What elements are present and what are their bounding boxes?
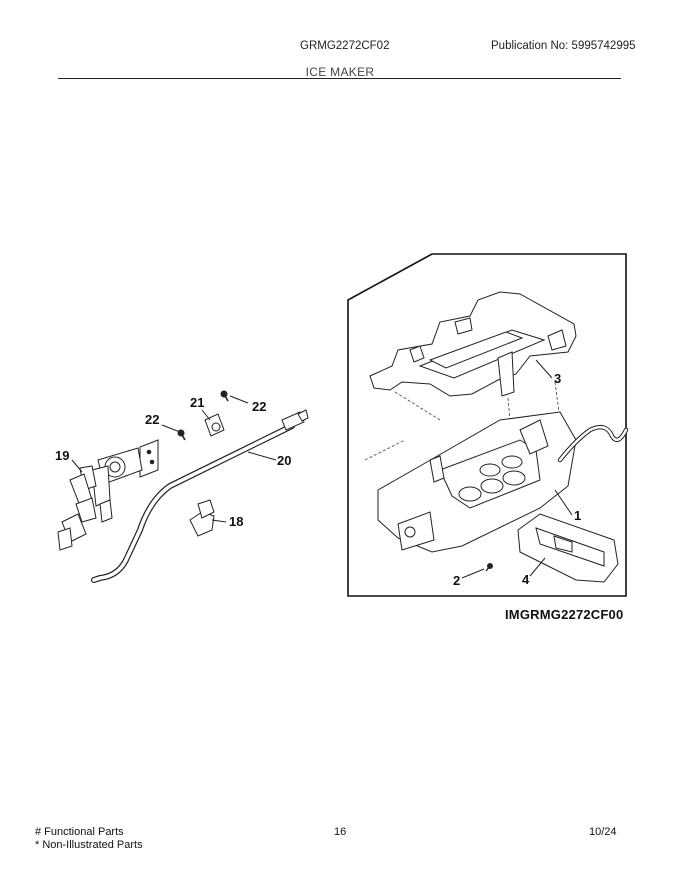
ice-maker-body-illustration	[377, 411, 577, 553]
callout-4: 4	[522, 572, 530, 587]
callout-2: 2	[453, 573, 460, 588]
callout-leader-lines	[71, 359, 573, 579]
callout-21: 21	[190, 395, 204, 410]
revision-date: 10/24	[589, 826, 617, 838]
non-illustrated-note: * Non-Illustrated Parts	[35, 839, 143, 851]
publication-number: Publication No: 5995742995	[491, 40, 636, 52]
water-tube	[91, 423, 295, 583]
callout-19: 19	[55, 448, 69, 463]
callout-18: 18	[229, 514, 243, 529]
callout-1: 1	[574, 508, 581, 523]
water-valve-illustration	[57, 439, 159, 551]
inset-frame	[347, 253, 627, 597]
section-title: ICE MAKER	[305, 65, 375, 79]
front-cover-illustration	[517, 513, 619, 583]
callout-22-left: 22	[145, 412, 159, 427]
header-rule	[58, 78, 621, 79]
tube-fitting	[281, 409, 309, 431]
screw-icon	[177, 390, 493, 572]
callout-3: 3	[554, 371, 561, 386]
image-code: IMGRMG2272CF00	[505, 607, 624, 622]
callout-20: 20	[277, 453, 291, 468]
ice-maker-cover-illustration	[369, 291, 577, 397]
model-number: GRMG2272CF02	[300, 40, 390, 52]
page-number: 16	[334, 826, 347, 838]
callout-22-right: 22	[252, 399, 266, 414]
functional-parts-note: # Functional Parts	[35, 826, 124, 838]
